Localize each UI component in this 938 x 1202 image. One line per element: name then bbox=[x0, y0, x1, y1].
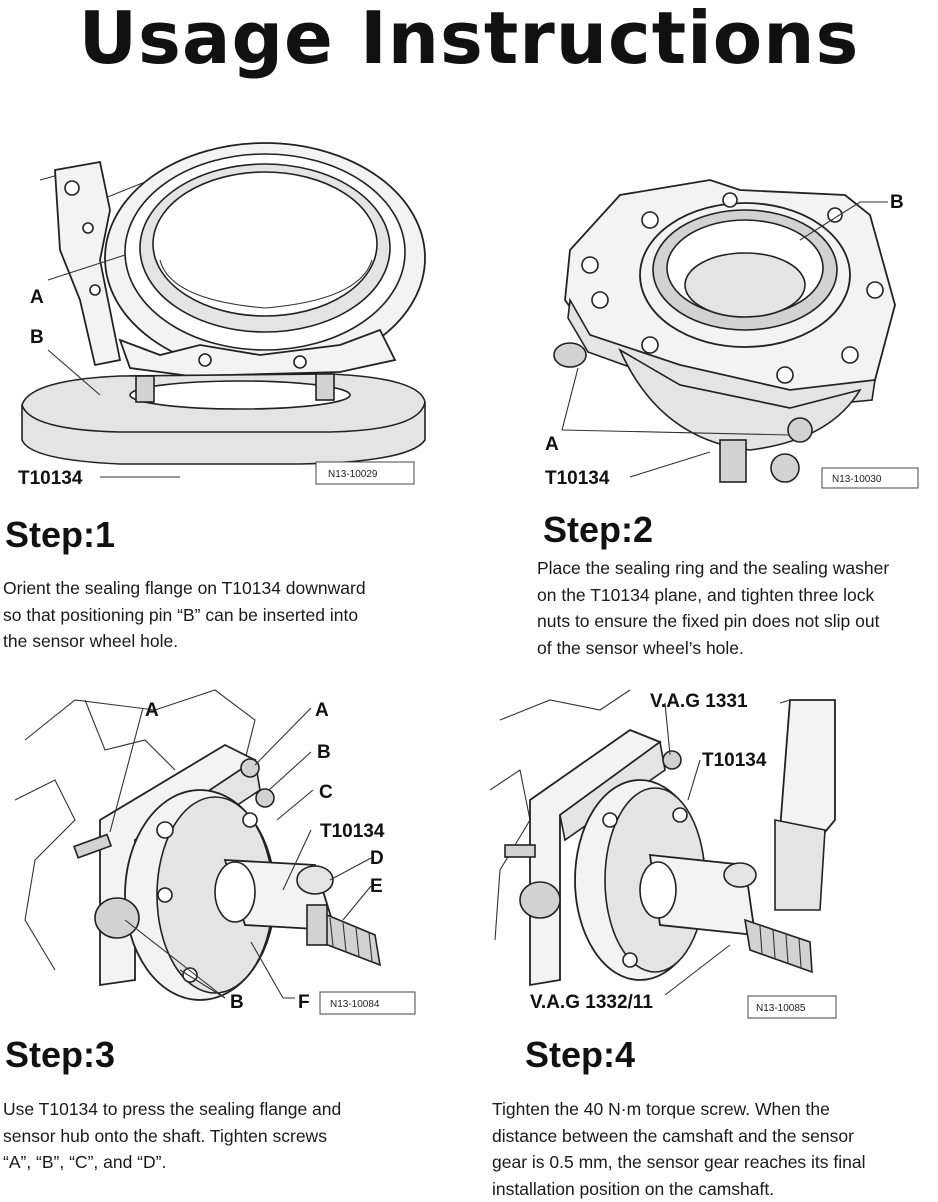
label-d: D bbox=[370, 848, 384, 869]
step-4-illustration: V.A.G 1331 T10134 V.A.G 1332/11 N13-1008… bbox=[490, 680, 838, 1020]
label-t10134: T10134 bbox=[545, 468, 610, 489]
figure-code: N13-10084 bbox=[330, 999, 380, 1010]
step-1-line: the sensor wheel hole. bbox=[3, 628, 433, 655]
step-4-line: Tighten the 40 N·m torque screw. When th… bbox=[492, 1096, 932, 1123]
label-b: B bbox=[30, 327, 44, 348]
figure-code: N13-10030 bbox=[832, 474, 882, 485]
label-t10134: T10134 bbox=[702, 750, 767, 771]
step-4-description: Tighten the 40 N·m torque screw. When th… bbox=[492, 1096, 932, 1202]
label-a: A bbox=[30, 287, 44, 308]
step-2-line: of the sensor wheel’s hole. bbox=[537, 635, 937, 662]
label-a: A bbox=[145, 700, 159, 721]
label-vag-1331: V.A.G 1331 bbox=[650, 691, 748, 712]
label-b: B bbox=[317, 742, 331, 763]
step-1-description: Orient the sealing flange on T10134 down… bbox=[3, 575, 433, 655]
label-t10134: T10134 bbox=[320, 821, 385, 842]
step-3-description: Use T10134 to press the sealing flange a… bbox=[3, 1096, 433, 1176]
step-2-description: Place the sealing ring and the sealing w… bbox=[537, 555, 937, 661]
step-4-line: installation position on the camshaft. bbox=[492, 1176, 932, 1202]
step-3-line: Use T10134 to press the sealing flange a… bbox=[3, 1096, 433, 1123]
page-title: Usage Instructions bbox=[0, 0, 938, 76]
step-3-illustration: A A B C T10134 D E B F N13-10084 bbox=[15, 680, 425, 1020]
figure-code: N13-10085 bbox=[756, 1003, 806, 1014]
step-3-heading: Step:3 bbox=[5, 1035, 115, 1075]
step-2-line: on the T10134 plane, and tighten three l… bbox=[537, 582, 937, 609]
step-4-line: distance between the camshaft and the se… bbox=[492, 1123, 932, 1150]
step-4-line: gear is 0.5 mm, the sensor gear reaches … bbox=[492, 1149, 932, 1176]
step-1-line: so that positioning pin “B” can be inser… bbox=[3, 602, 433, 629]
step-2-illustration: B A T10134 N13-10030 bbox=[500, 140, 938, 500]
step-1-illustration: A B T10134 N13-10029 bbox=[0, 140, 430, 500]
step-3-line: sensor hub onto the shaft. Tighten screw… bbox=[3, 1123, 433, 1150]
label-e: E bbox=[370, 876, 383, 897]
label-b: B bbox=[890, 192, 904, 213]
label-a: A bbox=[315, 700, 329, 721]
step-1-line: Orient the sealing flange on T10134 down… bbox=[3, 575, 433, 602]
step-3-line: “A”, “B”, “C”, and “D”. bbox=[3, 1149, 433, 1176]
label-f: F bbox=[298, 992, 310, 1013]
figure-code: N13-10029 bbox=[328, 469, 378, 480]
step-2-heading: Step:2 bbox=[543, 510, 653, 550]
label-vag-1332-11: V.A.G 1332/11 bbox=[530, 992, 653, 1013]
step-1-heading: Step:1 bbox=[5, 515, 115, 555]
label-c: C bbox=[319, 782, 333, 803]
step-4-heading: Step:4 bbox=[525, 1035, 635, 1075]
label-t10134: T10134 bbox=[18, 468, 83, 489]
step-2-line: Place the sealing ring and the sealing w… bbox=[537, 555, 937, 582]
step-2-line: nuts to ensure the fixed pin does not sl… bbox=[537, 608, 937, 635]
label-a: A bbox=[545, 434, 559, 455]
label-b: B bbox=[230, 992, 244, 1013]
